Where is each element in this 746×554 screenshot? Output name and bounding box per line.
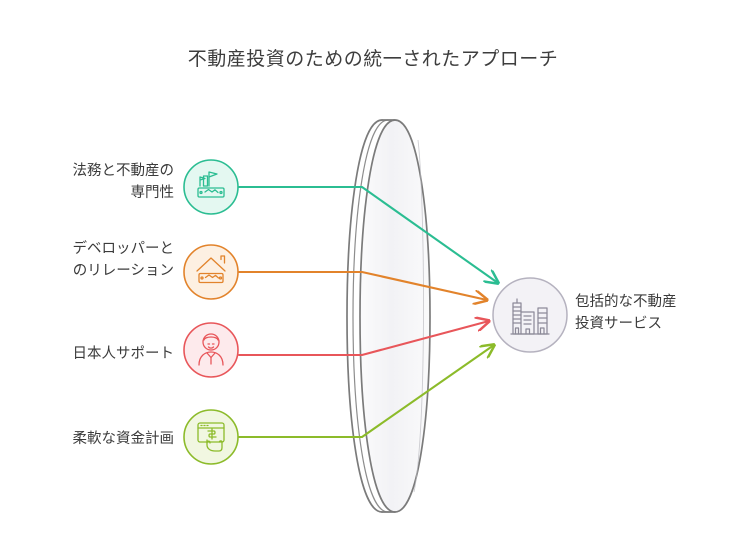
unified-approach-disc xyxy=(346,119,431,513)
house-handshake-icon xyxy=(196,255,226,284)
page-title: 不動産投資のための統一されたアプローチ xyxy=(187,49,559,70)
label-comprehensive-service: 包括的な不動産 投資サービス xyxy=(575,294,677,333)
node-developer-relations[interactable] xyxy=(183,244,239,300)
label-legal-real-estate-expertise: 法務と不動産の 専門性 xyxy=(72,163,175,202)
node-comprehensive-service[interactable] xyxy=(492,277,568,353)
node-legal-real-estate-expertise[interactable] xyxy=(183,159,239,215)
connector-legal-expertise xyxy=(237,185,498,283)
label-flexible-financing: 柔軟な資金計画 xyxy=(72,431,175,447)
connector-flexible-financing xyxy=(237,345,494,439)
contract-handshake-icon xyxy=(197,171,225,198)
connector-japanese-support xyxy=(237,321,489,357)
connector-developer-relations xyxy=(237,270,487,300)
node-japanese-support[interactable] xyxy=(183,322,239,378)
node-flexible-financing[interactable] xyxy=(183,409,239,465)
label-developer-relations: デベロッパーと のリレーション xyxy=(72,241,175,280)
label-japanese-support: 日本人サポート xyxy=(72,346,175,362)
support-person-icon xyxy=(198,333,224,366)
city-buildings-icon xyxy=(510,298,550,335)
browser-money-click-icon xyxy=(197,422,225,452)
